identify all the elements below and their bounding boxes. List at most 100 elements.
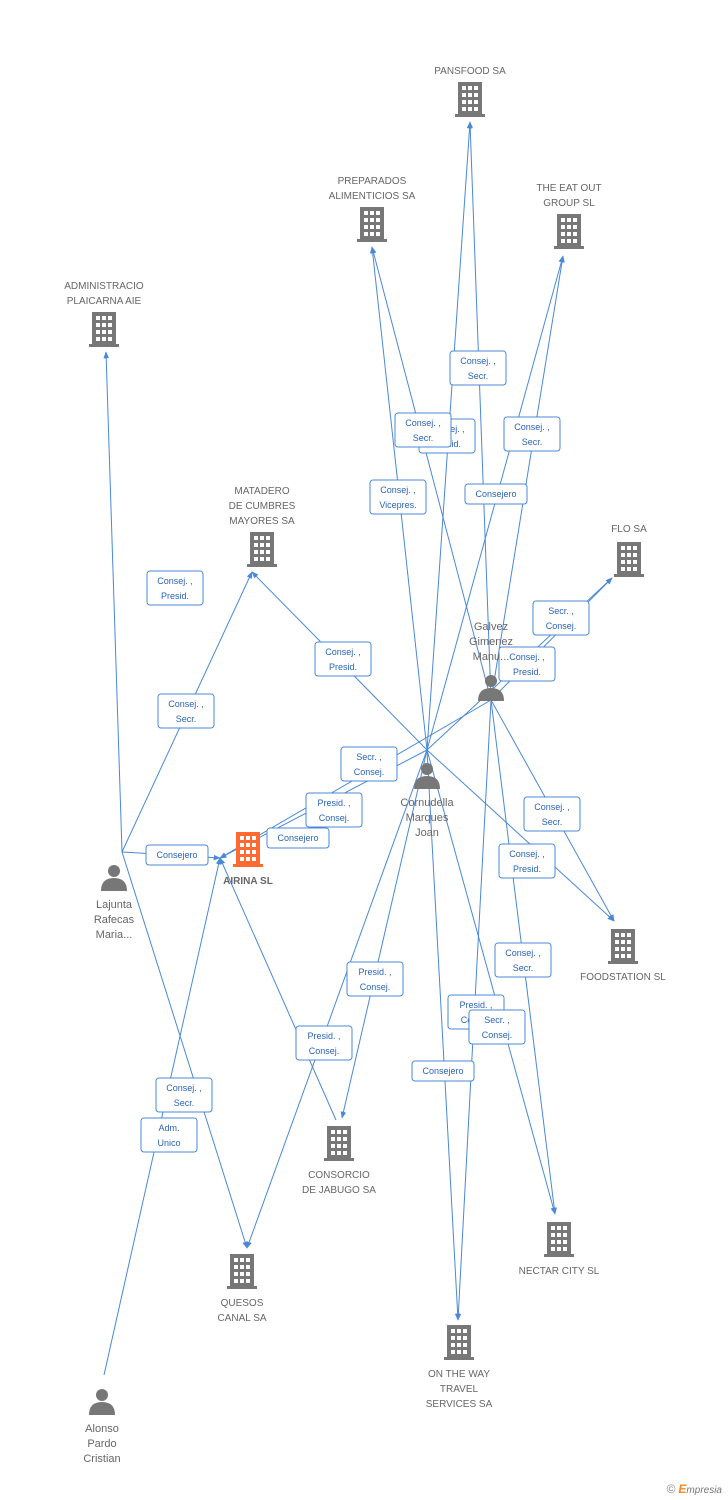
company-node-flo[interactable]: FLO SA [611,524,647,577]
role-tag[interactable]: Secr. ,Consej. [468,1009,526,1045]
building-icon [554,214,584,249]
role-tag[interactable]: Consej. , Secr. [157,693,215,729]
role-tag-box[interactable] [145,844,209,866]
company-node-airina[interactable]: AIRINA SL [223,832,273,887]
role-tag-text: Presid. [513,667,541,677]
role-tag-text: Secr. , [356,752,382,762]
person-node-lajunta[interactable]: LajuntaRafecasMaria... [94,865,135,941]
role-tag-box[interactable] [305,792,363,828]
building-icon [89,312,119,347]
role-tag-text: Secr. [174,1098,195,1108]
role-tag-text: Consej. , [168,699,204,709]
role-tag-box[interactable] [411,1060,475,1082]
company-label: AIRINA SL [223,876,273,887]
role-tag-box[interactable] [468,1009,526,1045]
company-node-nectar[interactable]: NECTAR CITY SL [519,1222,600,1277]
role-tag-box[interactable] [449,350,507,386]
role-tag-box[interactable] [314,641,372,677]
edge-cornudella-nectar [426,749,557,1215]
role-tag-text: Secr. [176,714,197,724]
role-tag-box[interactable] [503,416,561,452]
person-label: Lajunta [96,899,133,911]
edge-galvez-pansfood [467,121,492,701]
role-tag-text: Consej. [546,621,577,631]
role-tag[interactable]: Adm.Unico [140,1117,198,1153]
company-label: ADMINISTRACIO [64,281,144,292]
role-tag[interactable]: Consej. ,Secr. [155,1077,213,1113]
nodes-layer: PANSFOOD SA PREPARADOS ALIMENTICIOS SA THE … [64,66,666,1465]
building-icon [455,82,485,117]
role-tag-box[interactable] [498,843,556,879]
edge-alonso-airina [103,857,222,1376]
edge-cornudella-quesos [246,749,428,1249]
edge-lajunta-quesos [121,851,248,1249]
role-tag[interactable]: Consej. ,Presid. [146,570,204,606]
building-icon [233,832,263,867]
footer-credit: ©Empresia [667,1482,722,1496]
role-tag-box[interactable] [155,1077,213,1113]
role-tag-text: Secr. [522,437,543,447]
role-tag[interactable]: Consejero [145,844,209,866]
role-tag-text: Vicepres. [379,500,416,510]
person-node-galvez[interactable]: GalvezGimenezManu... [469,621,513,701]
company-node-preparados[interactable]: PREPARADOS ALIMENTICIOS SA [329,176,416,242]
role-tag[interactable]: Consej. ,Presid. [314,641,372,677]
role-tag[interactable]: Consejero [464,483,528,505]
role-tag-text: Consej. , [460,356,496,366]
role-tag[interactable]: Consej. ,Presid. [498,646,556,682]
role-tag[interactable]: Presid. ,Consej. [305,792,363,828]
company-label: SERVICES SA [426,1399,493,1410]
building-icon [357,207,387,242]
company-label: ALIMENTICIOS SA [329,191,416,202]
company-label: MATADERO [234,486,289,497]
role-tag-box[interactable] [523,796,581,832]
role-tag-box[interactable] [140,1117,198,1153]
role-tag[interactable]: Consej. ,Presid. [498,843,556,879]
role-tag[interactable]: Consej. ,Secr. [494,942,552,978]
role-tag-box[interactable] [464,483,528,505]
company-label: ON THE WAY [428,1369,490,1380]
role-tag[interactable]: Consej. ,Secr. [394,412,452,448]
role-tag-box[interactable] [369,479,427,515]
company-label: PREPARADOS [338,176,407,187]
role-tag-box[interactable] [340,746,398,782]
role-tag-box[interactable] [494,942,552,978]
person-label: Rafecas [94,914,135,926]
brand-initial: E [678,1482,687,1496]
role-tag[interactable]: Consej. ,Secr. [523,796,581,832]
company-node-foodstation[interactable]: FOODSTATION SL [580,929,666,983]
role-tag[interactable]: Secr. ,Consej. [340,746,398,782]
role-tag-box[interactable] [266,827,330,849]
role-tag-text: Secr. [468,371,489,381]
role-tag[interactable]: Consej. ,Vicepres. [369,479,427,515]
role-tag[interactable]: Presid. ,Consej. [295,1025,353,1061]
role-tag[interactable]: Consejero [266,827,330,849]
role-tag-text: Consej. , [157,576,193,586]
role-tag-box[interactable] [498,646,556,682]
role-tag-box[interactable] [295,1025,353,1061]
brand-name: mpresia [686,1485,722,1496]
building-icon [608,929,638,964]
company-node-pansfood[interactable]: PANSFOOD SA [434,66,506,117]
role-tag[interactable]: Secr. ,Consej. [532,600,590,636]
role-tag-box[interactable] [394,412,452,448]
role-tag[interactable]: Consej. ,Secr. [503,416,561,452]
role-tag-box[interactable] [346,961,404,997]
role-tag[interactable]: Presid. ,Consej. [346,961,404,997]
role-tag[interactable]: Consejero [411,1060,475,1082]
role-tag-box[interactable] [146,570,204,606]
role-tag-box[interactable] [157,693,215,729]
building-icon [444,1325,474,1360]
role-tag-text: Consej. [319,813,350,823]
role-tag-box[interactable] [532,600,590,636]
role-tag[interactable]: Consej. , Secr. [449,350,507,386]
company-label: CONSORCIO [308,1170,370,1181]
